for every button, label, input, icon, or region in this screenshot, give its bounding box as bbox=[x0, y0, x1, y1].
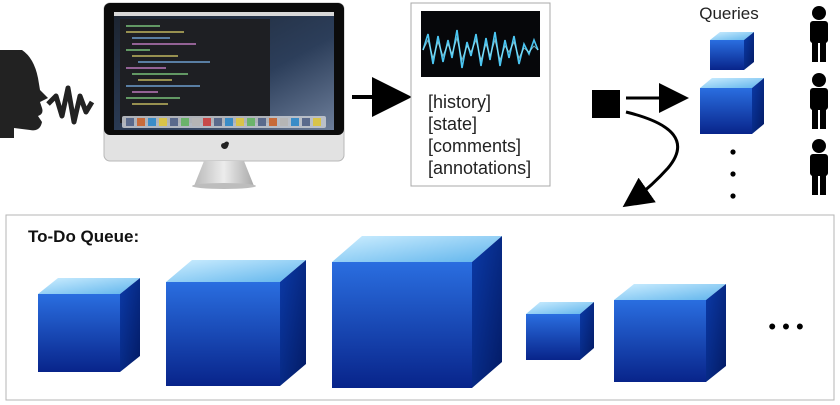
apple-logo-icon bbox=[221, 141, 229, 149]
context-item: [history] bbox=[428, 92, 491, 112]
queue-cube bbox=[38, 278, 140, 372]
queue-cube bbox=[166, 260, 306, 386]
person-icon bbox=[810, 6, 828, 62]
speaking-head-icon bbox=[0, 50, 48, 138]
queue-cube bbox=[526, 302, 594, 360]
sound-wave-icon bbox=[46, 85, 95, 125]
queue-ellipsis: • • • bbox=[768, 314, 803, 339]
waveform-icon bbox=[422, 29, 539, 69]
queue-cube bbox=[332, 236, 502, 388]
arrow-to-queue bbox=[622, 110, 680, 208]
query-cube bbox=[700, 78, 764, 134]
code-editor-window bbox=[120, 19, 270, 123]
context-item: [state] bbox=[428, 114, 477, 134]
queries-title: Queries bbox=[699, 4, 759, 23]
queue-cube bbox=[614, 284, 726, 382]
query-cube bbox=[710, 32, 754, 70]
todo-queue-title: To-Do Queue: bbox=[28, 227, 139, 246]
imac-icon bbox=[103, 2, 345, 189]
context-item: [comments] bbox=[428, 136, 521, 156]
person-icon bbox=[810, 73, 828, 129]
context-item: [annotations] bbox=[428, 158, 531, 178]
person-icon bbox=[810, 139, 828, 195]
queue-square-icon bbox=[592, 90, 620, 118]
query-ellipsis bbox=[730, 149, 736, 199]
